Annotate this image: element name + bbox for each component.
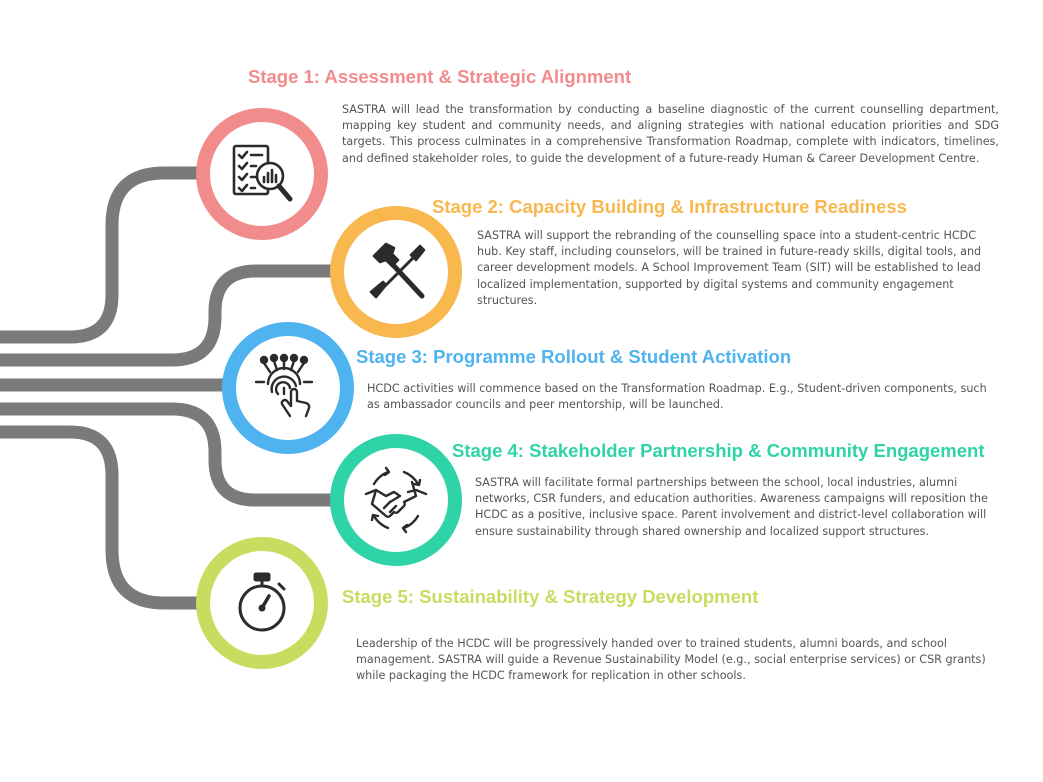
stage-5-description: Leadership of the HCDC will be progressi… (356, 637, 986, 683)
stage-2-title: Stage 2: Capacity Building & Infrastruct… (432, 196, 907, 217)
connector-line-stage-1 (0, 166, 215, 344)
stage-2-circle (330, 206, 462, 338)
stage-1-circle (196, 108, 328, 240)
stage-4-title: Stage 4: Stakeholder Partnership & Commu… (452, 440, 985, 461)
stage-5-title: Stage 5: Sustainability & Strategy Devel… (342, 586, 759, 607)
handshake-cycle-icon (364, 466, 428, 534)
connector-line-stage-2 (0, 264, 340, 367)
stage-1-description: SASTRA will lead the transformation by c… (342, 103, 999, 165)
stage-4-description: SASTRA will facilitate formal partnershi… (475, 476, 988, 538)
stage-3-title: Stage 3: Programme Rollout & Student Act… (356, 346, 792, 367)
stage-1-title: Stage 1: Assessment & Strategic Alignmen… (248, 66, 632, 87)
stage-3-description: HCDC activities will commence based on t… (367, 382, 987, 412)
hammer-screwdriver-icon (369, 242, 426, 299)
stage-2-description: SASTRA will support the rebranding of th… (477, 229, 982, 307)
fingerprint-touch-icon (254, 353, 314, 418)
connector-line-stage-4 (0, 402, 340, 507)
stopwatch-icon (238, 572, 286, 632)
stage-5-circle (196, 537, 328, 669)
stage-3-circle (222, 322, 354, 454)
checklist-analytics-icon (232, 144, 293, 202)
stage-4-circle (330, 434, 462, 566)
connector-line-stage-5 (0, 425, 215, 610)
